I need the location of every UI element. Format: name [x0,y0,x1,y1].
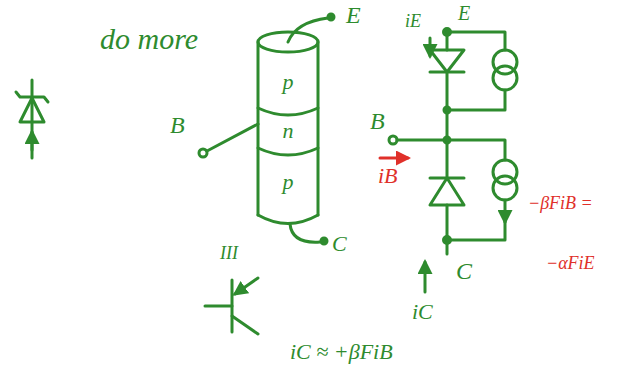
pnp-cylinder-part [257,42,260,215]
transistor-model-circuit-part [446,205,449,240]
pnp-cylinder-part [258,215,318,224]
transistor-model-circuit-part [493,66,517,90]
equation: iC ≈ +βFiB [290,340,393,364]
terminal-label: E [346,2,361,28]
transistor-model-circuit-part [430,178,464,205]
transistor-model-circuit-part [447,32,505,50]
transistor-model-circuit-part [424,262,427,292]
equation: −αFiE [546,254,595,274]
transistor-model-circuit-part [447,222,505,240]
pnp-transistor-symbol [205,278,258,334]
pnp-transistor-symbol-part [205,305,232,308]
current-label: iB [378,164,398,188]
diode-symbol-part [31,132,34,150]
transistor-model-circuit-part [446,240,449,254]
layer-band: p [280,170,297,198]
layer-label: p [283,70,294,94]
pnp-transistor-symbol-part [232,316,258,334]
pnp-cylinder-part [321,238,327,244]
pnp-cylinder-part [199,149,207,157]
pnp-cylinder-part [258,148,318,155]
transistor-model-circuit-part [493,176,517,200]
pnp-cylinder-part [317,42,320,215]
transistor-model-circuit-part [446,32,449,50]
layer-band: n [280,119,297,147]
terminal-label: E [458,2,470,24]
pnp-cylinder-part [290,224,320,242]
diode-symbol-part [31,80,34,158]
transistor-model-circuit-part [447,90,505,110]
layer-band: p [280,70,297,98]
pnp-cylinder-part [328,14,334,20]
transistor-model-circuit-part [504,200,507,222]
diode-symbol-part [20,98,44,122]
current-label: iE [405,12,421,32]
layer-label: p [283,170,294,194]
pnp-cylinder-part [288,18,328,42]
layer-label: n [283,119,294,143]
pnp-transistor-symbol-part [235,278,258,294]
terminal-label: C [332,232,347,256]
note: III [220,244,238,264]
transistor-model-circuit [380,29,517,293]
current-label: iC [412,300,433,324]
equation: −βFiB = [528,194,593,214]
note: do more [100,22,198,55]
pnp-cylinder [199,14,334,244]
pnp-cylinder-part [258,108,318,115]
transistor-model-circuit-part [430,50,464,72]
terminal-label: C [456,258,472,284]
pnp-cylinder-part [207,124,258,151]
transistor-model-circuit-part [380,157,408,160]
transistor-model-circuit-part [447,140,505,160]
diode-symbol [16,80,48,158]
terminal-label: B [170,112,185,138]
terminal-label: B [370,108,385,134]
transistor-model-circuit-part [397,139,447,142]
transistor-model-circuit-part [446,72,449,178]
transistor-model-circuit-part [389,136,397,144]
